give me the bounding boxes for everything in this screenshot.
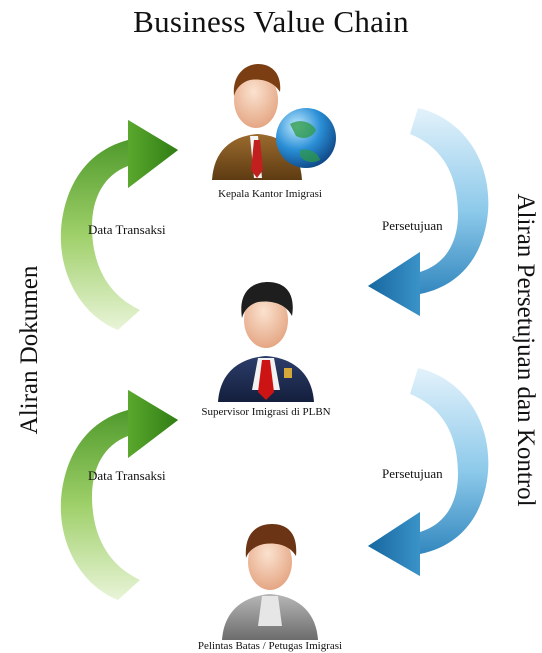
flow-label-left-top: Data Transaksi <box>88 222 166 237</box>
flow-label-right-bottom: Persetujuan <box>382 466 443 481</box>
supervisor-person-icon <box>218 282 314 402</box>
green-curved-up-arrow-icon <box>60 120 178 330</box>
flow-label-right-top: Persetujuan <box>382 218 443 233</box>
traveler-person-icon <box>222 524 318 640</box>
diagram-title: Business Value Chain <box>133 4 409 39</box>
right-vertical-label: Aliran Persetujuan dan Kontrol <box>512 193 539 507</box>
flow-label-left-bottom: Data Transaksi <box>88 468 166 483</box>
role-label-top: Kepala Kantor Imigrasi <box>218 188 322 200</box>
left-vertical-label: Aliran Dokumen <box>16 265 43 435</box>
executive-with-globe-icon <box>212 64 336 180</box>
role-label-middle: Supervisor Imigrasi di PLBN <box>201 406 331 418</box>
role-label-bottom: Pelintas Batas / Petugas Imigrasi <box>197 640 343 652</box>
blue-curved-down-arrow-icon <box>368 368 489 576</box>
green-curved-up-arrow-icon <box>60 390 178 600</box>
blue-curved-down-arrow-icon <box>368 108 489 316</box>
